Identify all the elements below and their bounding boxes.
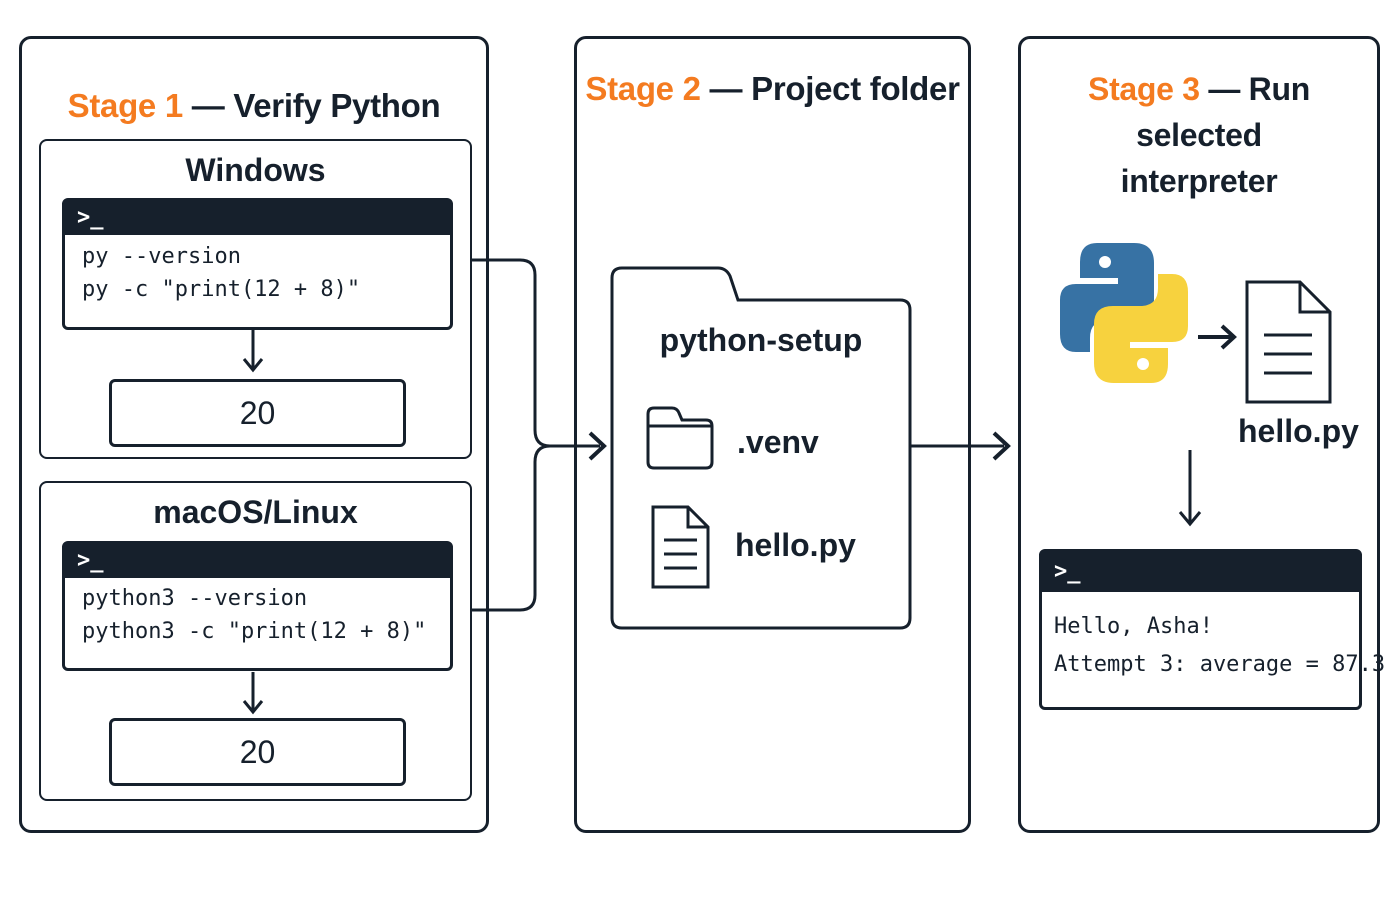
output-line-2: Attempt 3: average = 87.3 bbox=[1054, 652, 1386, 677]
project-folder-name: python-setup bbox=[659, 322, 863, 358]
windows-box: Windows >_ py --version py -c "print(12 … bbox=[39, 139, 472, 459]
terminal-prompt-icon: >_ bbox=[1042, 552, 1359, 592]
windows-command-1: py --version bbox=[82, 244, 241, 269]
hello-py-label: hello.py bbox=[735, 527, 856, 563]
stage-1-title-text: — Verify Python bbox=[182, 87, 441, 124]
unix-command-1: python3 --version bbox=[82, 586, 308, 611]
stage-2-title: Stage 2 — Project folder bbox=[577, 66, 968, 112]
stage-2-number: Stage 2 bbox=[585, 70, 701, 107]
output-line-1: Hello, Asha! bbox=[1054, 614, 1213, 639]
windows-command-2: py -c "print(12 + 8)" bbox=[82, 277, 361, 302]
stage-3-title-text: — Run selected bbox=[1136, 71, 1310, 153]
unix-terminal: >_ python3 --version python3 -c "print(1… bbox=[62, 541, 453, 671]
stage-3-number: Stage 3 bbox=[1088, 71, 1200, 107]
unix-box: macOS/Linux >_ python3 --version python3… bbox=[39, 481, 472, 801]
venv-label: .venv bbox=[737, 424, 819, 460]
stage-3-panel: Stage 3 — Run selected interpreter >_ He… bbox=[1018, 36, 1386, 833]
stage-3-file-label: hello.py bbox=[1238, 413, 1359, 449]
terminal-prompt-icon: >_ bbox=[65, 201, 450, 235]
stage-1-title: Stage 1 — Verify Python bbox=[22, 83, 486, 129]
unix-result: 20 bbox=[109, 718, 406, 786]
stage-1-panel: Stage 1 — Verify Python Windows >_ py --… bbox=[19, 36, 489, 833]
stage-3-title-line2: interpreter bbox=[1120, 163, 1278, 199]
stage-1-number: Stage 1 bbox=[67, 87, 184, 124]
terminal-prompt-icon: >_ bbox=[65, 544, 450, 578]
windows-label: Windows bbox=[185, 152, 326, 188]
output-terminal: >_ Hello, Asha! Attempt 3: average = 87.… bbox=[1039, 549, 1386, 710]
windows-result: 20 bbox=[109, 379, 406, 447]
stage-2-title-text: — Project folder bbox=[700, 70, 960, 107]
stage-3-title: Stage 3 — Run selected interpreter bbox=[1021, 66, 1377, 204]
unix-label: macOS/Linux bbox=[153, 494, 358, 530]
unix-command-2: python3 -c "print(12 + 8)" bbox=[82, 619, 427, 644]
windows-terminal: >_ py --version py -c "print(12 + 8)" bbox=[62, 198, 453, 330]
